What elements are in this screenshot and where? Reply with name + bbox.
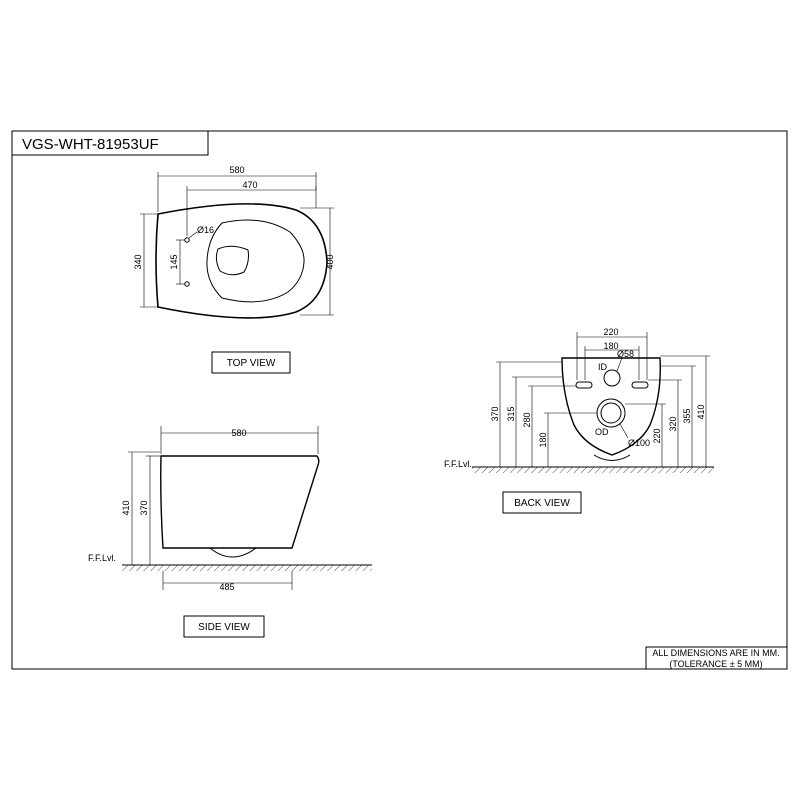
side-floor-label: F.F.Lvl. [88,553,116,563]
side-view-body [160,455,320,549]
top-view-label-box [211,351,291,374]
back-dim-220-height: 220 [652,428,662,443]
top-view-label: TOP VIEW [227,358,276,369]
back-view-floor-hatch [472,467,714,473]
back-dim-320: 320 [668,416,678,431]
back-dim-410: 410 [696,404,706,419]
top-dim-470: 470 [242,180,257,190]
back-view-drain [593,454,631,461]
side-view-drain [209,547,257,558]
top-view: 580 470 340 145 Ø16 400 TOP VIEW [133,165,335,374]
back-dim-180: 180 [603,341,618,351]
back-view-inlet-circle [603,369,621,387]
side-view: 580 485 410 370 F.F.Lvl. SIDE VIEW [88,426,372,638]
back-floor-label: F.F.Lvl. [444,459,472,469]
top-view-mounting-hole [184,281,190,287]
back-label-od: OD [595,427,609,437]
top-dim-340: 340 [133,254,143,269]
back-dim-355: 355 [682,408,692,423]
drawing-title: VGS-WHT-81953UF [22,136,159,153]
side-dim-485: 485 [219,582,234,592]
top-view-mounting-hole [184,237,190,243]
back-view: 220 180 Ø58 ID OD Ø100 370 315 280 180 2… [444,327,714,514]
back-label-id: ID [598,362,608,372]
side-dim-580: 580 [231,428,246,438]
top-view-inner-rim [206,219,305,303]
top-view-drain [215,245,249,276]
back-dim-280: 280 [522,412,532,427]
notes-line-1: ALL DIMENSIONS ARE IN MM. [652,648,779,658]
top-dim-400: 400 [325,254,335,269]
side-dim-410: 410 [121,500,131,515]
top-dim-hole-dia: Ø16 [197,225,214,235]
side-dim-370: 370 [139,500,149,515]
back-dim-220: 220 [603,327,618,337]
back-view-label-box [502,491,582,514]
side-view-floor-hatch [122,565,372,571]
back-dim-180-height: 180 [538,432,548,447]
sheet-border [11,130,788,670]
notes-line-2: (TOLERANCE ± 5 MM) [669,659,762,669]
top-dim-580: 580 [229,165,244,175]
back-view-outlet-inner [600,402,622,424]
side-view-label: SIDE VIEW [198,622,250,633]
back-dim-dia-100: Ø100 [628,438,650,448]
back-view-slot [575,381,593,389]
back-dim-315: 315 [506,406,516,421]
top-dim-145: 145 [169,254,179,269]
side-view-label-box [183,615,265,638]
back-view-slot [631,381,649,389]
title-box [11,130,209,156]
top-view-bowl-outline [155,203,328,319]
notes-box [645,646,788,670]
back-view-label: BACK VIEW [514,498,570,509]
back-dim-dia-58: Ø58 [617,349,634,359]
back-dim-370: 370 [490,406,500,421]
